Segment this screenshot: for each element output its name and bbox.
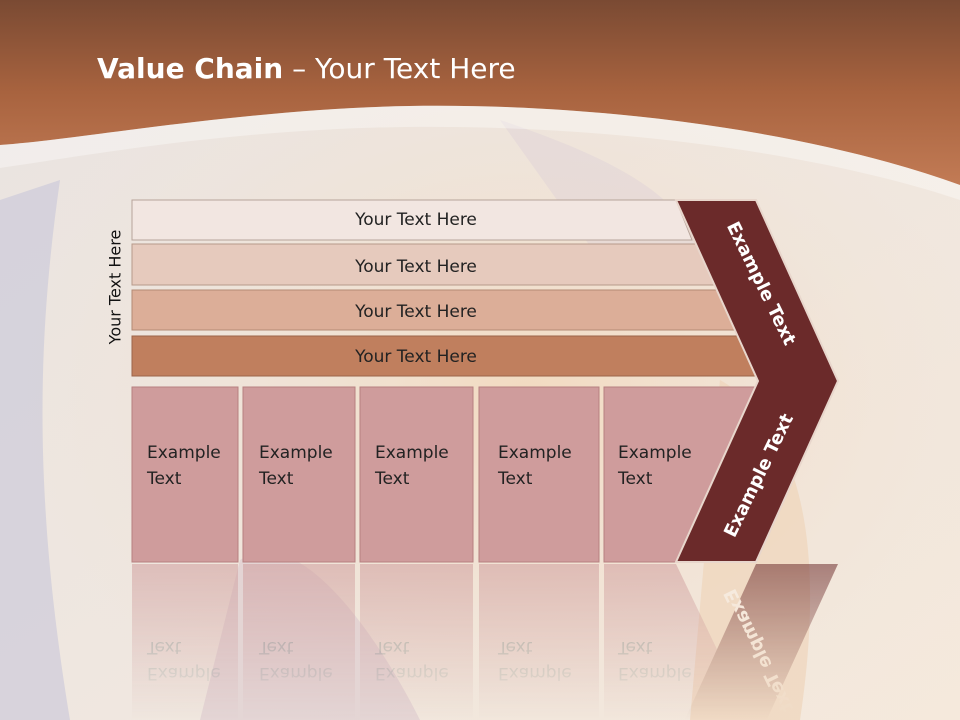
reflection-column-3-line1: Example bbox=[375, 663, 449, 683]
primary-column-5: Example Text bbox=[603, 386, 761, 563]
support-bar-1: Your Text Here bbox=[131, 199, 693, 241]
support-bar-2: Your Text Here bbox=[131, 243, 717, 286]
reflection-column-5-line1: Example bbox=[618, 663, 692, 683]
margin-chevron: Example Text Example Text bbox=[674, 199, 840, 563]
primary-column-4-line1: Example bbox=[498, 443, 572, 463]
reflection-column-2-line2: Text bbox=[258, 637, 294, 657]
support-bar-2-label: Your Text Here bbox=[354, 257, 477, 277]
primary-column-1-line2: Text bbox=[146, 469, 182, 489]
title-bold: Value Chain bbox=[97, 52, 284, 85]
primary-column-1: Example Text bbox=[131, 386, 239, 563]
reflection-column-4-line2: Text bbox=[497, 637, 533, 657]
support-bar-1-label: Your Text Here bbox=[354, 210, 477, 230]
primary-column-4-line2: Text bbox=[497, 469, 533, 489]
reflection-column-5-line2: Text bbox=[617, 637, 653, 657]
support-bar-3-label: Your Text Here bbox=[354, 302, 477, 322]
primary-column-5-line1: Example bbox=[618, 443, 692, 463]
primary-column-3: Example Text bbox=[359, 386, 474, 563]
support-bar-3: Your Text Here bbox=[131, 289, 741, 331]
primary-column-5-line2: Text bbox=[617, 469, 653, 489]
slide-title: Value Chain – Your Text Here bbox=[97, 52, 516, 85]
primary-column-2-line1: Example bbox=[259, 443, 333, 463]
reflection-column-1-line1: Example bbox=[147, 663, 221, 683]
title-rest: – Your Text Here bbox=[283, 52, 516, 85]
primary-column-4: Example Text bbox=[478, 386, 600, 563]
primary-column-3-line2: Text bbox=[374, 469, 410, 489]
reflection-column-3-line2: Text bbox=[374, 637, 410, 657]
support-bar-4-label: Your Text Here bbox=[354, 347, 477, 367]
reflection-column-4-line1: Example bbox=[498, 663, 572, 683]
primary-column-2-line2: Text bbox=[258, 469, 294, 489]
support-bar-4: Your Text Here bbox=[131, 335, 765, 377]
reflection-column-1-line2: Text bbox=[146, 637, 182, 657]
primary-column-3-line1: Example bbox=[375, 443, 449, 463]
primary-column-2: Example Text bbox=[242, 386, 356, 563]
primary-column-1-line1: Example bbox=[147, 443, 221, 463]
reflection-column-2-line1: Example bbox=[259, 663, 333, 683]
diagram-reflection: Example Text Example Text Example Text E… bbox=[132, 564, 838, 720]
